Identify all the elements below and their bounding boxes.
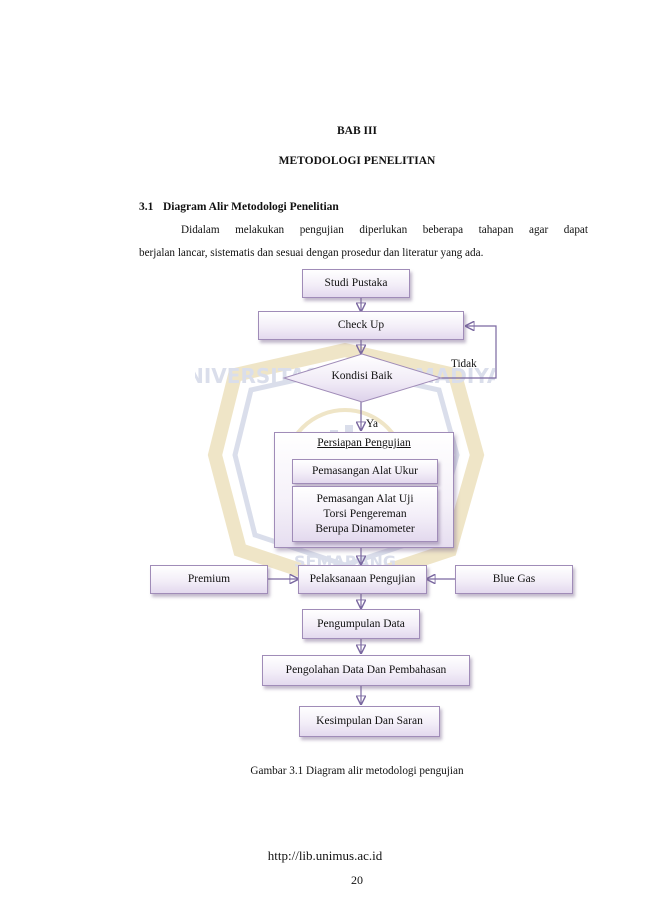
pemasangan-alat-uji-box: Pemasangan Alat Uji Torsi Pengereman Ber… (292, 486, 438, 542)
tidak-label: Tidak (451, 358, 477, 370)
ya-label: Ya (366, 418, 378, 430)
check-up-label: Check Up (337, 319, 385, 331)
persiapan-pengujian-title: Persiapan Pengujian (317, 437, 411, 449)
premium-box: Premium (150, 565, 268, 594)
kondisi-baik-diamond (282, 353, 443, 403)
pemasangan-alat-uji-line-2: Torsi Pengereman (323, 507, 407, 520)
page-number: 20 (351, 873, 363, 887)
section-number: 3.1 (139, 201, 154, 213)
kesimpulan-label: Kesimpulan Dan Saran (316, 715, 423, 727)
pelaksanaan-pengujian-box: Pelaksanaan Pengujian (298, 565, 427, 594)
pengolahan-data-box: Pengolahan Data Dan Pembahasan (262, 655, 470, 686)
kondisi-baik-label: Kondisi Baik (331, 370, 393, 382)
paragraph-line-2: berjalan lancar, sistematis dan sesuai d… (139, 247, 484, 259)
chapter-title: METODOLOGI PENELITIAN (278, 155, 436, 167)
pelaksanaan-pengujian-label: Pelaksanaan Pengujian (309, 573, 416, 585)
kesimpulan-box: Kesimpulan Dan Saran (299, 706, 440, 737)
pengumpulan-data-box: Pengumpulan Data (302, 609, 420, 639)
premium-label: Premium (187, 573, 231, 585)
pemasangan-alat-ukur-label: Pemasangan Alat Ukur (311, 465, 419, 477)
studi-pustaka-box: Studi Pustaka (302, 269, 410, 298)
pengumpulan-data-label: Pengumpulan Data (317, 617, 405, 630)
arrow-tidak-loop (441, 326, 497, 379)
chapter-heading: BAB III (337, 125, 377, 137)
pemasangan-alat-uji-line-3: Berupa Dinamometer (315, 522, 415, 535)
footer-url: http://lib.unimus.ac.id (267, 848, 383, 863)
pemasangan-alat-uji-line-1: Pemasangan Alat Uji (316, 492, 414, 505)
check-up-box: Check Up (258, 311, 464, 340)
pemasangan-alat-ukur-box: Pemasangan Alat Ukur (292, 459, 438, 484)
blue-gas-label: Blue Gas (492, 573, 536, 585)
figure-caption: Gambar 3.1 Diagram alir metodologi pengu… (250, 765, 464, 777)
paragraph-line-1: Didalam melakukan pengujian diperlukan b… (181, 224, 588, 236)
pengolahan-data-label: Pengolahan Data Dan Pembahasan (285, 664, 447, 676)
blue-gas-box: Blue Gas (455, 565, 573, 594)
section-heading: 3.1 Diagram Alir Metodologi Penelitian (139, 201, 339, 213)
section-title: Diagram Alir Metodologi Penelitian (163, 201, 339, 213)
studi-pustaka-label: Studi Pustaka (324, 277, 388, 289)
